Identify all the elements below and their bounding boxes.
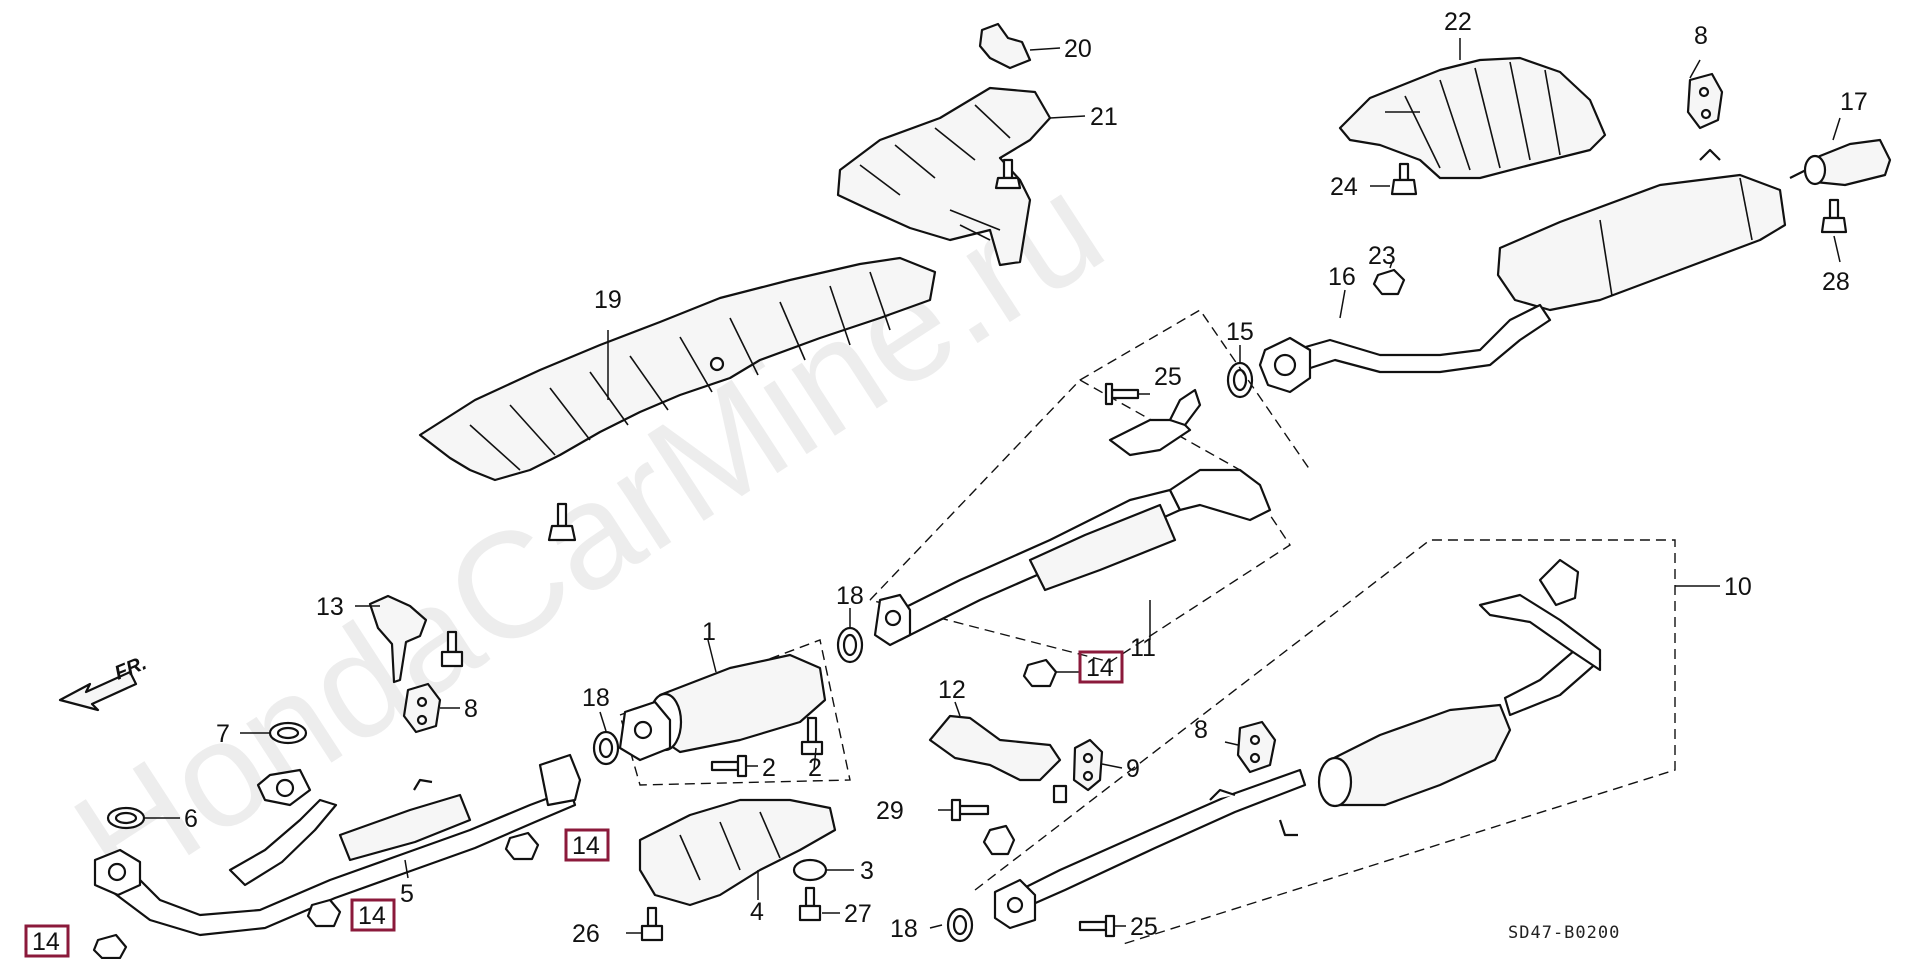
highlight-box-14-far-left (24, 924, 70, 958)
hanger-rubber-top[interactable] (1686, 72, 1724, 130)
label-part-18c[interactable]: 18 (890, 915, 918, 943)
label-part-12[interactable]: 12 (938, 676, 966, 704)
direction-label: FR. (112, 652, 150, 684)
label-part-14b[interactable]: 14 (572, 832, 600, 860)
hanger-rubber-9[interactable] (1072, 738, 1104, 792)
label-part-17[interactable]: 17 (1840, 88, 1868, 116)
label-part-22[interactable]: 22 (1444, 8, 1472, 36)
diagram-code: SD47-B0200 (1508, 923, 1620, 943)
catalytic-converter[interactable] (618, 653, 827, 762)
label-part-2b[interactable]: 2 (808, 754, 822, 782)
heat-shield-main[interactable] (418, 256, 937, 482)
pipe-16[interactable] (1258, 303, 1552, 394)
center-pipe-11[interactable] (873, 388, 1272, 647)
label-part-5[interactable]: 5 (400, 880, 414, 908)
bracket-12[interactable] (928, 714, 1062, 782)
heat-shield-4[interactable] (638, 798, 837, 907)
gasket-6[interactable] (106, 806, 146, 830)
gasket-18-middle[interactable] (592, 730, 620, 766)
label-part-14a[interactable]: 14 (1086, 654, 1114, 682)
leader-lines (144, 38, 1841, 934)
bolt-13[interactable] (440, 630, 464, 668)
nut-24[interactable] (1390, 162, 1418, 196)
exhaust-assembly-10[interactable] (993, 558, 1602, 930)
label-part-3[interactable]: 3 (860, 857, 874, 885)
hanger-rubber-left[interactable] (402, 682, 442, 734)
rear-muffler[interactable] (1496, 148, 1817, 312)
label-part-14d[interactable]: 14 (32, 928, 60, 956)
label-part-26[interactable]: 26 (572, 920, 600, 948)
nut-3[interactable] (792, 858, 828, 882)
label-part-19[interactable]: 19 (594, 286, 622, 314)
label-part-11[interactable]: 11 (1130, 634, 1156, 662)
tail-pipe-tip[interactable] (1803, 138, 1892, 187)
gasket-18-upper[interactable] (836, 626, 864, 664)
bolt-29[interactable] (950, 798, 990, 822)
front-pipe-5[interactable] (93, 753, 582, 937)
label-part-18a[interactable]: 18 (836, 582, 864, 610)
nut-14-center[interactable] (1022, 658, 1058, 688)
gasket-7[interactable] (268, 721, 308, 745)
bracket-13[interactable] (368, 594, 428, 684)
highlight-box-14-lower-left (350, 898, 396, 932)
bolt-25-upper[interactable] (1104, 382, 1140, 406)
label-part-4[interactable]: 4 (750, 898, 764, 926)
heat-shield-upper[interactable] (836, 86, 1052, 267)
front-direction-arrow: FR. (58, 652, 150, 712)
label-part-29[interactable]: 29 (876, 797, 904, 825)
bolt-2-left[interactable] (710, 754, 748, 778)
label-part-15[interactable]: 15 (1226, 318, 1254, 346)
label-part-2a[interactable]: 2 (762, 754, 776, 782)
label-part-14c[interactable]: 14 (358, 902, 386, 930)
label-part-20[interactable]: 20 (1064, 35, 1092, 63)
gasket-18-lower[interactable] (946, 907, 974, 943)
label-part-7[interactable]: 7 (216, 720, 230, 748)
label-part-8a[interactable]: 8 (464, 695, 478, 723)
label-part-23[interactable]: 23 (1368, 242, 1396, 270)
label-part-18b[interactable]: 18 (582, 684, 610, 712)
nut-12-lower[interactable] (982, 824, 1016, 856)
label-part-10[interactable]: 10 (1724, 573, 1752, 601)
bolt-21[interactable] (994, 158, 1022, 190)
label-part-8b[interactable]: 8 (1694, 22, 1708, 50)
heat-shield-rear[interactable] (1338, 56, 1607, 180)
gasket-15[interactable] (1226, 361, 1254, 399)
label-part-25a[interactable]: 25 (1154, 363, 1182, 391)
highlight-box-14-upper-left (564, 828, 610, 862)
nut-14-lower-left[interactable] (306, 898, 342, 928)
label-part-27[interactable]: 27 (844, 900, 872, 928)
part-labels: 1 2 2 3 4 5 6 7 8 8 8 9 10 11 12 13 14 1… (32, 8, 1868, 956)
bolt-19[interactable] (547, 502, 577, 542)
label-part-21[interactable]: 21 (1090, 103, 1118, 131)
label-part-13[interactable]: 13 (316, 593, 344, 621)
nut-14-upper-left[interactable] (504, 831, 540, 861)
nut-14-far-left[interactable] (92, 933, 128, 959)
bolt-27[interactable] (798, 886, 822, 922)
bolt-25-lower[interactable] (1078, 914, 1116, 938)
label-part-16[interactable]: 16 (1328, 263, 1356, 291)
label-part-9[interactable]: 9 (1126, 755, 1140, 783)
bracket-20[interactable] (978, 22, 1032, 70)
label-part-8c[interactable]: 8 (1194, 716, 1208, 744)
label-part-24[interactable]: 24 (1330, 173, 1358, 201)
stud-12[interactable] (1052, 784, 1068, 804)
label-part-28[interactable]: 28 (1822, 268, 1850, 296)
label-part-25b[interactable]: 25 (1130, 913, 1158, 941)
bolt-28[interactable] (1820, 198, 1848, 234)
label-part-1[interactable]: 1 (702, 618, 716, 646)
label-part-6[interactable]: 6 (184, 805, 198, 833)
highlight-box-14-center (1078, 650, 1124, 684)
bolt-2-right[interactable] (800, 716, 824, 756)
nut-23[interactable] (1372, 268, 1406, 296)
hanger-rubber-right[interactable] (1236, 720, 1277, 774)
bolt-26[interactable] (640, 906, 664, 942)
